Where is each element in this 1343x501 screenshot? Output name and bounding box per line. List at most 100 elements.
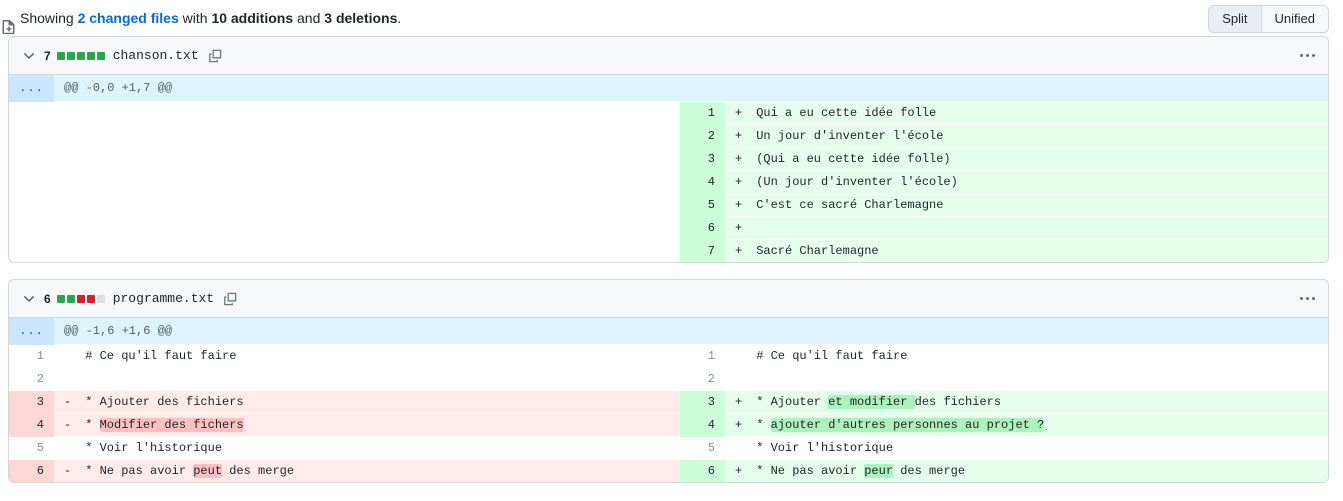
word-highlight: ajouter d'autres personnes au projet ? xyxy=(770,418,1045,432)
diff-line-number[interactable]: 7 xyxy=(680,239,725,262)
diff-sign xyxy=(64,369,78,389)
diffstat-square-add xyxy=(86,51,95,60)
diff-sign: - xyxy=(64,395,72,409)
copy-icon[interactable] xyxy=(222,291,238,307)
diff-line-number[interactable]: 3 xyxy=(680,390,725,414)
diff-code-cell xyxy=(54,216,680,240)
diff-line-number[interactable] xyxy=(9,124,54,148)
diff-line-number[interactable]: 2 xyxy=(680,124,725,148)
diff-sign: + xyxy=(735,244,743,258)
diff-row: 7+ Sacré Charlemagne xyxy=(9,239,1328,262)
diff-line-number[interactable] xyxy=(9,216,54,240)
diff-line-number[interactable]: 5 xyxy=(680,436,725,460)
file-name[interactable]: programme.txt xyxy=(112,291,215,306)
file-change-count: 6 xyxy=(44,291,51,306)
unified-view-button[interactable]: Unified xyxy=(1260,6,1328,32)
changed-files-link[interactable]: 2 changed files xyxy=(77,10,179,26)
diffstat-square-add xyxy=(56,294,65,303)
diff-sign: + xyxy=(735,395,743,409)
diff-code-cell: * Voir l'historique xyxy=(54,436,680,460)
diff-code-cell: + C'est ce sacré Charlemagne xyxy=(725,193,1328,217)
diff-line-number[interactable]: 5 xyxy=(680,193,725,217)
diffstat-square-add xyxy=(76,51,85,60)
hunk-header-row: ...@@ -1,6 +1,6 @@ xyxy=(9,318,1328,345)
diff-sign: + xyxy=(735,198,743,212)
word-highlight: peut xyxy=(193,464,223,478)
diff-sign xyxy=(64,346,78,366)
summary-prefix: Showing xyxy=(20,10,78,26)
summary-mid: with xyxy=(178,10,212,26)
diff-code-cell xyxy=(54,124,680,148)
diffstat-square-add xyxy=(66,51,75,60)
diff-code-cell: - * Modifier des fichers xyxy=(54,413,680,437)
hunk-header-text: @@ -1,6 +1,6 @@ xyxy=(54,318,1328,345)
diff-line-number[interactable]: 1 xyxy=(680,344,725,368)
diff-sign: + xyxy=(735,175,743,189)
diff-code-cell xyxy=(54,101,680,125)
diff-line-number[interactable]: 4 xyxy=(680,413,725,437)
diffstat-square-add xyxy=(56,51,65,60)
deletions-count: 3 deletions xyxy=(324,10,398,26)
diff-line-number[interactable] xyxy=(9,239,54,262)
expand-hunk-button[interactable]: ... xyxy=(9,75,54,102)
diff-row: 2 2 xyxy=(9,367,1328,391)
diff-line-number[interactable]: 3 xyxy=(9,390,54,414)
diff-line-number[interactable]: 5 xyxy=(9,436,54,460)
diff-code-cell xyxy=(54,239,680,262)
diff-line-number[interactable]: 6 xyxy=(680,216,725,240)
diff-sign: + xyxy=(735,464,743,478)
diffstat-square-neutral xyxy=(96,294,105,303)
diff-sign xyxy=(735,346,749,366)
kebab-menu-icon[interactable] xyxy=(1298,291,1316,307)
diff-row: 2+ Un jour d'inventer l'école xyxy=(9,124,1328,148)
diff-line-number[interactable]: 6 xyxy=(9,459,54,482)
diff-row: 6+ xyxy=(9,216,1328,240)
diff-line-number[interactable] xyxy=(9,170,54,194)
diff-line-number[interactable] xyxy=(9,193,54,217)
diff-sign xyxy=(735,438,749,458)
diff-code-cell: + * Ajouter et modifier des fichiers xyxy=(725,390,1328,414)
diff-line-number[interactable]: 1 xyxy=(680,101,725,125)
diff-sign: + xyxy=(735,152,743,166)
diff-line-number[interactable]: 4 xyxy=(680,170,725,194)
diff-table: ...@@ -0,0 +1,7 @@1+ Qui a eu cette idée… xyxy=(9,75,1328,262)
file-diff-header: 6 programme.txt xyxy=(9,280,1328,318)
diff-code-cell: * Voir l'historique xyxy=(725,436,1328,460)
diff-view-toggle[interactable]: Split Unified xyxy=(1208,5,1329,33)
diff-sign: + xyxy=(735,106,743,120)
file-change-count: 7 xyxy=(44,48,51,63)
diff-code-cell xyxy=(54,367,680,391)
split-view-button[interactable]: Split xyxy=(1209,6,1261,32)
copy-icon[interactable] xyxy=(207,48,223,64)
diff-code-cell xyxy=(54,147,680,171)
diff-line-number[interactable]: 4 xyxy=(9,413,54,437)
diff-sign: + xyxy=(735,418,743,432)
word-highlight: Modifier des fichers xyxy=(99,418,244,432)
chevron-down-icon[interactable] xyxy=(21,48,37,64)
summary-and: and xyxy=(293,10,325,26)
expand-hunk-button[interactable]: ... xyxy=(9,318,54,345)
file-name[interactable]: chanson.txt xyxy=(112,48,199,63)
diffstat-square-del xyxy=(76,294,85,303)
diff-line-number[interactable]: 1 xyxy=(9,344,54,368)
diff-code-cell xyxy=(54,170,680,194)
diff-line-number[interactable] xyxy=(9,147,54,171)
diff-line-number[interactable] xyxy=(9,101,54,125)
diff-line-number[interactable]: 2 xyxy=(9,367,54,391)
hunk-header-text: @@ -0,0 +1,7 @@ xyxy=(54,75,1328,102)
diff-summary-bar: Showing 2 changed files with 10 addition… xyxy=(0,0,1343,36)
chevron-down-icon[interactable] xyxy=(21,291,37,307)
diff-line-number[interactable]: 3 xyxy=(680,147,725,171)
diff-code-cell: # Ce qu'il faut faire xyxy=(54,344,680,368)
kebab-menu-icon[interactable] xyxy=(1298,48,1316,64)
diffstat-square-add xyxy=(66,294,75,303)
diff-line-number[interactable]: 6 xyxy=(680,459,725,482)
diff-code-cell xyxy=(54,193,680,217)
diff-line-number[interactable]: 2 xyxy=(680,367,725,391)
diff-sign xyxy=(64,438,78,458)
diffstat-square-del xyxy=(86,294,95,303)
